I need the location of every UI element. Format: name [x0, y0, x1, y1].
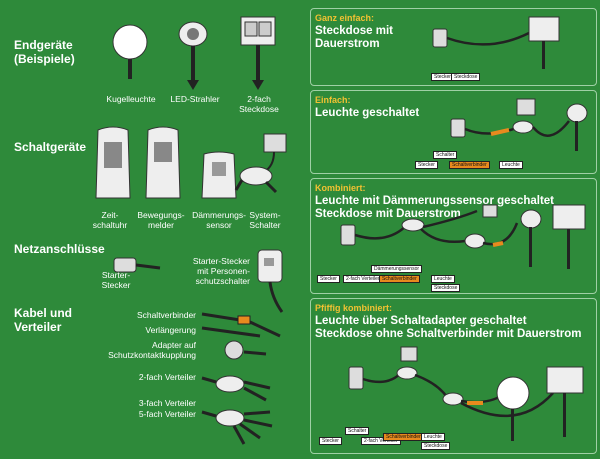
panel-kicker: Einfach: [315, 95, 351, 105]
panel-kicker: Ganz einfach: [315, 13, 375, 23]
diagram-socket-permanent [432, 16, 560, 69]
diagram-box-verteiler: 2-fach Verteiler [343, 275, 383, 283]
section-title-schaltgeraete: Schaltgeräte [14, 140, 87, 154]
panel-title: Steckdose mit Dauerstrom [315, 25, 393, 50]
diagram-box-stecker: Stecker [317, 275, 340, 283]
item-starter-stecker-personenschutz: Starter-Stecker mit Personen- schutzscha… [192, 256, 250, 286]
diagram-box-schaltverbinder: Schaltverbinder [449, 161, 490, 169]
diagram-box-schalter: Schalter [433, 151, 458, 159]
diagram-dusk-sensor [340, 204, 586, 269]
led-spot-icon [178, 21, 208, 90]
panel-kicker: Pfiffig kombiniert: [315, 303, 392, 313]
diagram-box-daemmerungssensor: Dämmerungssensor [371, 265, 423, 273]
motion-detector-icon [145, 126, 181, 199]
diagram-box-schaltverbinder: Schaltverbinder [379, 275, 420, 283]
system-switch-icon [234, 133, 287, 194]
diagram-box-stecker: Stecker [319, 437, 342, 445]
item-adapter: Adapter auf Schutzkontaktkupplung [108, 340, 196, 360]
diagram-box-steckdose: Steckdose [451, 73, 481, 81]
item-2-fach-verteiler: 2-fach Verteiler [138, 372, 196, 382]
item-zeitschaltuhr: Zeit- schaltuhr [92, 210, 128, 230]
item-system-schalter: System- Schalter [249, 210, 281, 230]
item-kugelleuchte: Kugelleuchte [106, 94, 156, 104]
starter-plug-icon [113, 257, 161, 273]
item-schaltverbinder: Schaltverbinder [136, 310, 196, 320]
diagram-box-verteiler: 2-fach Verteiler [361, 437, 401, 445]
starter-plug-rcd-icon [257, 249, 284, 313]
panel-title: Leuchte geschaltet [315, 107, 420, 119]
diagram-box-steckdose: Steckdose [421, 442, 451, 450]
cables-distributors-icon [201, 312, 281, 445]
item-daemmerungssensor: Dämmerungs- sensor [192, 210, 246, 230]
diagram-box-leuchte: Leuchte [431, 275, 455, 283]
item-starter-stecker: Starter- Stecker [101, 270, 131, 290]
diagram-box-schalter: Schalter [345, 427, 370, 435]
section-title-kabel: Kabel und Verteiler [14, 306, 73, 334]
panel-title: Leuchte mit Dämmerungssensor geschaltet … [315, 195, 555, 220]
globe-lamp-icon [112, 24, 148, 79]
diagram-box-schaltverbinder: Schaltverbinder [383, 433, 424, 441]
item-2-fach-steckdose: 2-fach Steckdose [239, 94, 279, 114]
timer-switch-icon [95, 126, 131, 199]
panel-title: Leuchte über Schaltadapter geschaltet St… [315, 315, 582, 340]
panel-ganz-einfach: Ganz einfach: Steckdose mit Dauerstrom S… [310, 8, 597, 86]
panel-pfiffig-kombiniert: Pfiffig kombiniert: Leuchte über Schalta… [310, 298, 597, 454]
section-title-netzanschluesse: Netzanschlüsse [14, 242, 105, 256]
item-3-fach-verteiler: 3-fach Verteiler [138, 398, 196, 408]
item-5-fach-verteiler: 5-fach Verteiler [138, 409, 196, 419]
dusk-sensor-icon [201, 151, 237, 199]
diagram-box-steckdose: Steckdose [431, 284, 461, 292]
diagram-lamp-switched [450, 98, 588, 151]
panel-kombiniert: Kombiniert: Leuchte mit Dämmerungssensor… [310, 178, 597, 294]
section-title-endgeraete: Endgeräte (Beispiele) [14, 38, 75, 66]
diagram-box-leuchte: Leuchte [499, 161, 523, 169]
panel-einfach: Einfach: Leuchte geschaltet Schalter Ste… [310, 90, 597, 174]
item-verlaengerung: Verlängerung [145, 325, 196, 335]
item-led-strahler: LED-Strahler [170, 94, 220, 104]
double-socket-icon [240, 16, 276, 90]
panel-kicker: Kombiniert: [315, 183, 366, 193]
diagram-switch-adapter [348, 346, 584, 441]
diagram-box-leuchte: Leuchte [421, 433, 445, 441]
item-bewegungsmelder: Bewegungs- melder [137, 210, 185, 230]
diagram-box-stecker: Stecker [415, 161, 438, 169]
